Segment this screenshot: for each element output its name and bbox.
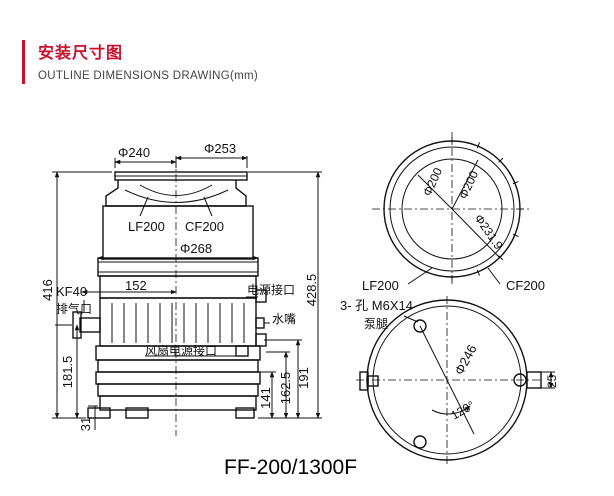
dim-25: 25 bbox=[545, 374, 559, 388]
label-power-port: 电源接口 bbox=[247, 282, 295, 297]
model-name: FF-200/1300F bbox=[224, 456, 357, 479]
top-view: Φ200 Φ200 Φ231.9 LF200 CF200 bbox=[362, 132, 545, 293]
flange-bolt-mark bbox=[476, 142, 481, 149]
dim-phi240: Φ240 bbox=[118, 145, 150, 160]
angle-120: 120° bbox=[449, 398, 478, 423]
dim-152: 152 bbox=[125, 278, 147, 293]
dim-phi200-a: Φ200 bbox=[420, 165, 445, 198]
dim-phi268: Φ268 bbox=[180, 241, 212, 256]
dim-phi246: Φ246 bbox=[451, 342, 479, 377]
flange-bolt-mark bbox=[512, 180, 519, 185]
label-fan-power-port: 风扇电源接口 bbox=[145, 343, 217, 358]
side-view: Φ240 Φ253 LF200 CF200 Φ268 416 181.5 31 … bbox=[40, 141, 322, 436]
dim-191: 191 bbox=[296, 367, 311, 389]
label-water-nozzle: 水嘴 bbox=[272, 312, 296, 326]
flange-bolt-mark bbox=[476, 269, 481, 276]
flange-bolt-mark bbox=[512, 233, 519, 238]
label-exhaust-port: 排气口 bbox=[56, 301, 92, 316]
dim-phi253: Φ253 bbox=[204, 141, 236, 156]
label-cf200-top: CF200 bbox=[506, 278, 545, 293]
page-title: 安装尺寸图 bbox=[38, 43, 124, 62]
dim-416: 416 bbox=[40, 279, 55, 301]
dim-181-5: 181.5 bbox=[60, 356, 75, 389]
dim-141: 141 bbox=[258, 387, 273, 409]
label-lf200-side: LF200 bbox=[128, 219, 165, 234]
bottom-view: Φ246 120° 25 3- 孔 M6X14 泵腿 bbox=[340, 296, 559, 466]
page-subtitle: OUTLINE DIMENSIONS DRAWING(mm) bbox=[38, 70, 259, 82]
label-holes: 3- 孔 M6X14 bbox=[340, 298, 413, 313]
label-feet: 泵腿 bbox=[364, 317, 388, 331]
label-kf40: KF40 bbox=[56, 284, 87, 299]
flange-bolt-mark bbox=[498, 157, 504, 163]
dim-31: 31 bbox=[78, 417, 93, 431]
header-accent-bar bbox=[22, 40, 25, 84]
label-cf200-side: CF200 bbox=[185, 219, 224, 234]
flange-bolt-mark bbox=[498, 255, 504, 261]
dim-162-5: 162.5 bbox=[278, 372, 293, 405]
dim-phi200-b: Φ200 bbox=[456, 168, 481, 201]
label-lf200-top: LF200 bbox=[362, 278, 399, 293]
dim-428-5: 428.5 bbox=[304, 274, 319, 307]
